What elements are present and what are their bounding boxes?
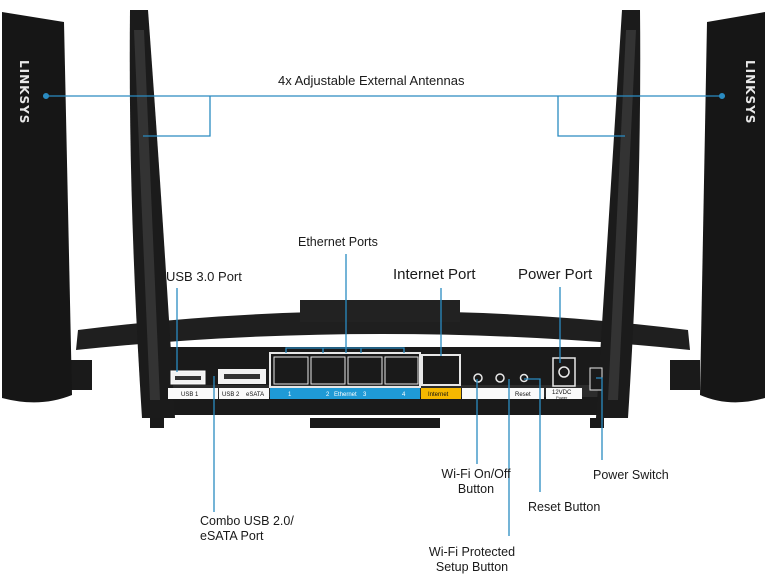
power-switch-body	[589, 367, 603, 391]
callout-internet-port: Internet Port	[393, 266, 476, 283]
callout-wifi-onoff-line1: Wi-Fi On/Off	[441, 467, 511, 481]
label-eth2: 2	[326, 392, 330, 398]
dc-power-port	[552, 357, 576, 387]
callout-wps: Wi-Fi Protected Setup Button	[402, 545, 542, 575]
callout-ethernet-ports: Ethernet Ports	[298, 235, 378, 249]
callout-wifi-onoff-line2: Button	[457, 482, 495, 496]
label-esata: eSATA	[246, 392, 264, 398]
label-usb1: USB 1	[181, 392, 199, 398]
label-usb2: USB 2	[222, 392, 240, 398]
wifi-onoff-button	[473, 373, 483, 383]
brand-logo-right: LINKSYS	[743, 60, 757, 124]
callout-usb3-port: USB 3.0 Port	[166, 269, 242, 284]
label-dc-sub: Power	[556, 395, 568, 400]
antenna-far-right	[700, 12, 765, 403]
callout-wps-line1: Wi-Fi Protected	[428, 545, 516, 559]
callout-power-switch: Power Switch	[593, 468, 669, 482]
ethernet-port-4	[384, 356, 419, 385]
callout-wifi-onoff: Wi-Fi On/Off Button	[422, 467, 530, 497]
ethernet-port-1	[273, 356, 309, 385]
callout-power-port: Power Port	[518, 266, 593, 283]
label-eth4: 4	[402, 392, 406, 398]
label-internet: Internet	[428, 392, 449, 398]
callout-combo-port: Combo USB 2.0/ eSATA Port	[200, 514, 294, 544]
label-dc: 12VDC	[552, 390, 572, 396]
callout-reset-button: Reset Button	[528, 500, 601, 514]
antenna-far-left	[2, 12, 72, 403]
label-eth1: 1	[288, 392, 292, 398]
ethernet-port-3	[347, 356, 383, 385]
ethernet-port-2	[310, 356, 346, 385]
callout-wps-line2: Setup Button	[435, 560, 509, 574]
ethernet-port-frame	[269, 352, 421, 388]
label-eth3: 3	[363, 392, 367, 398]
port-label-strip: USB 1 USB 2 eSATA 1 2 Ethernet 3 4 Inter…	[168, 388, 582, 400]
label-reset: Reset	[515, 392, 531, 398]
antennas	[2, 10, 765, 418]
ports	[170, 352, 603, 391]
brand-logo-left: LINKSYS	[17, 60, 31, 124]
callout-combo-line1: Combo USB 2.0/	[200, 514, 294, 528]
reset-button	[519, 373, 529, 383]
callout-lines	[42, 92, 726, 536]
internet-port	[421, 354, 461, 386]
callout-combo-line2: eSATA Port	[200, 529, 264, 543]
callout-antennas: 4x Adjustable External Antennas	[278, 73, 465, 88]
wps-button	[495, 373, 505, 383]
label-ethernet: Ethernet	[334, 392, 357, 398]
